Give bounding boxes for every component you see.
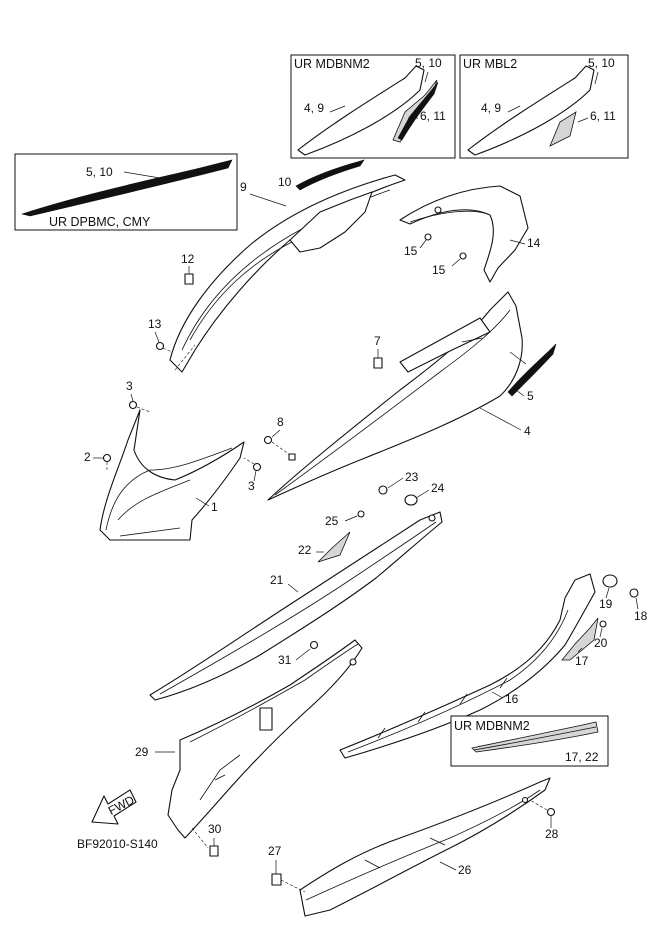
under-cover-29 (167, 639, 363, 839)
callout-2: 2 (84, 450, 91, 464)
callout-9: 9 (240, 180, 247, 194)
callout-24: 24 (431, 481, 445, 495)
part-22-decal: 22 (298, 531, 351, 563)
part-20-clip: 20 (594, 620, 608, 650)
part-9-side-cover-upper: 10 9 (169, 159, 406, 373)
callout-31: 31 (278, 653, 292, 667)
callout-21: 21 (270, 573, 284, 587)
diagram-code: BF92010-S140 (77, 837, 158, 851)
stripe-decal-dpbmc (20, 159, 233, 217)
part-12-nut: 12 (181, 252, 195, 285)
callout-3-lower: 3 (248, 479, 255, 493)
part-8-screw: 8 (263, 415, 296, 461)
part-27-nut: 27 (268, 844, 306, 893)
emblem-decal-5 (507, 343, 557, 397)
front-cover-1 (99, 409, 245, 541)
part-1-front-cover: 1 (99, 409, 245, 541)
part-17-decal: 17 (561, 617, 599, 668)
callout-14: 14 (527, 236, 541, 250)
part-2-rivet: 2 (84, 450, 112, 472)
part-31-screw: 31 (278, 640, 319, 667)
callout-7: 7 (374, 334, 381, 348)
callout-15-b: 15 (432, 263, 446, 277)
callout-18: 18 (634, 609, 648, 623)
callout-23: 23 (405, 470, 419, 484)
callout-4: 4 (524, 424, 531, 438)
variant-title-mbl2-top: UR MBL2 (463, 57, 517, 71)
callout-1: 1 (211, 500, 218, 514)
part-26-lower-cover: 26 (299, 777, 551, 917)
callout-mdbnm2-top-4-9: 4, 9 (304, 101, 324, 115)
fwd-arrow-icon (91, 789, 137, 825)
part-24-collar: 24 (404, 481, 445, 506)
part-13-screw: 13 (148, 317, 173, 353)
callout-26: 26 (458, 863, 472, 877)
callout-12: 12 (181, 252, 195, 266)
callout-22: 22 (298, 543, 312, 557)
callout-8: 8 (277, 415, 284, 429)
callout-13: 13 (148, 317, 162, 331)
variant-title-mdbnm2-bottom: UR MDBNM2 (454, 719, 530, 733)
variant-box-mbl2-top: UR MBL2 5, 10 4, 9 6, 11 (459, 54, 629, 159)
callout-29: 29 (135, 745, 149, 759)
part-3-screw-upper: 3 (126, 379, 151, 413)
side-cover-4-mdbnm2-view (297, 65, 425, 156)
callout-17: 17 (575, 654, 589, 668)
emblem-decal-10 (295, 159, 365, 191)
callout-15-a: 15 (404, 244, 418, 258)
callout-3-upper: 3 (126, 379, 133, 393)
callout-25: 25 (325, 514, 339, 528)
lower-cover-26 (299, 777, 551, 917)
rear-cover-14 (399, 185, 529, 283)
graphic-decal-6-mbl2 (549, 111, 577, 147)
variant-title-mdbnm2-top: UR MDBNM2 (294, 57, 370, 71)
variant-title-dpbmc: UR DPBMC, CMY (49, 215, 151, 229)
callout-5: 5 (527, 389, 534, 403)
part-3-screw-lower: 3 (243, 457, 262, 493)
callout-10: 10 (278, 175, 292, 189)
part-4-side-cover: 4 5 (267, 291, 557, 501)
part-19-collar: 19 (599, 574, 618, 611)
callout-mdbnm2-top-5-10: 5, 10 (415, 56, 442, 70)
side-rail-21 (149, 511, 443, 701)
part-21-side-rail: 21 (149, 511, 443, 701)
callout-28: 28 (545, 827, 559, 841)
part-29-under-cover: 29 (135, 639, 363, 839)
variant-box-mdbnm2-top: UR MDBNM2 5, 10 4, 9 6, 11 (290, 54, 456, 159)
side-cover-4-mbl2-view (467, 65, 595, 156)
callout-27: 27 (268, 844, 282, 858)
callout-mbl2-top-5-10: 5, 10 (588, 56, 615, 70)
callout-mdbnm2-top-6-11: 6, 11 (420, 109, 446, 123)
inner-panel-9 (289, 191, 373, 253)
part-14-rear-cover: 14 15 15 (399, 185, 541, 283)
callout-30: 30 (208, 822, 222, 836)
part-7-nut: 7 (373, 334, 383, 369)
variant-box-dpbmc: 5, 10 UR DPBMC, CMY (14, 153, 238, 231)
part-28-screw: 28 (529, 799, 559, 841)
variant-box-mdbnm2-bottom: UR MDBNM2 17, 22 (450, 715, 609, 767)
part-30-nut: 30 (191, 822, 222, 857)
callout-19: 19 (599, 597, 613, 611)
callout-mdbnm2-bottom-17-22: 17, 22 (565, 750, 599, 764)
callout-16: 16 (505, 692, 519, 706)
graphic-decal-6-stripe (397, 81, 439, 141)
callout-20: 20 (594, 636, 608, 650)
part-25-screw: 25 (325, 510, 365, 528)
callout-mbl2-top-6-11: 6, 11 (590, 109, 616, 123)
part-23-bolt: 23 (378, 470, 419, 495)
part-18-bolt: 18 (629, 588, 648, 623)
callout-mbl2-top-4-9: 4, 9 (481, 101, 501, 115)
fwd-arrow: FWD (91, 789, 137, 825)
side-cover-upper-9 (169, 174, 406, 373)
callout-dpbmc-5-10: 5, 10 (86, 165, 113, 179)
